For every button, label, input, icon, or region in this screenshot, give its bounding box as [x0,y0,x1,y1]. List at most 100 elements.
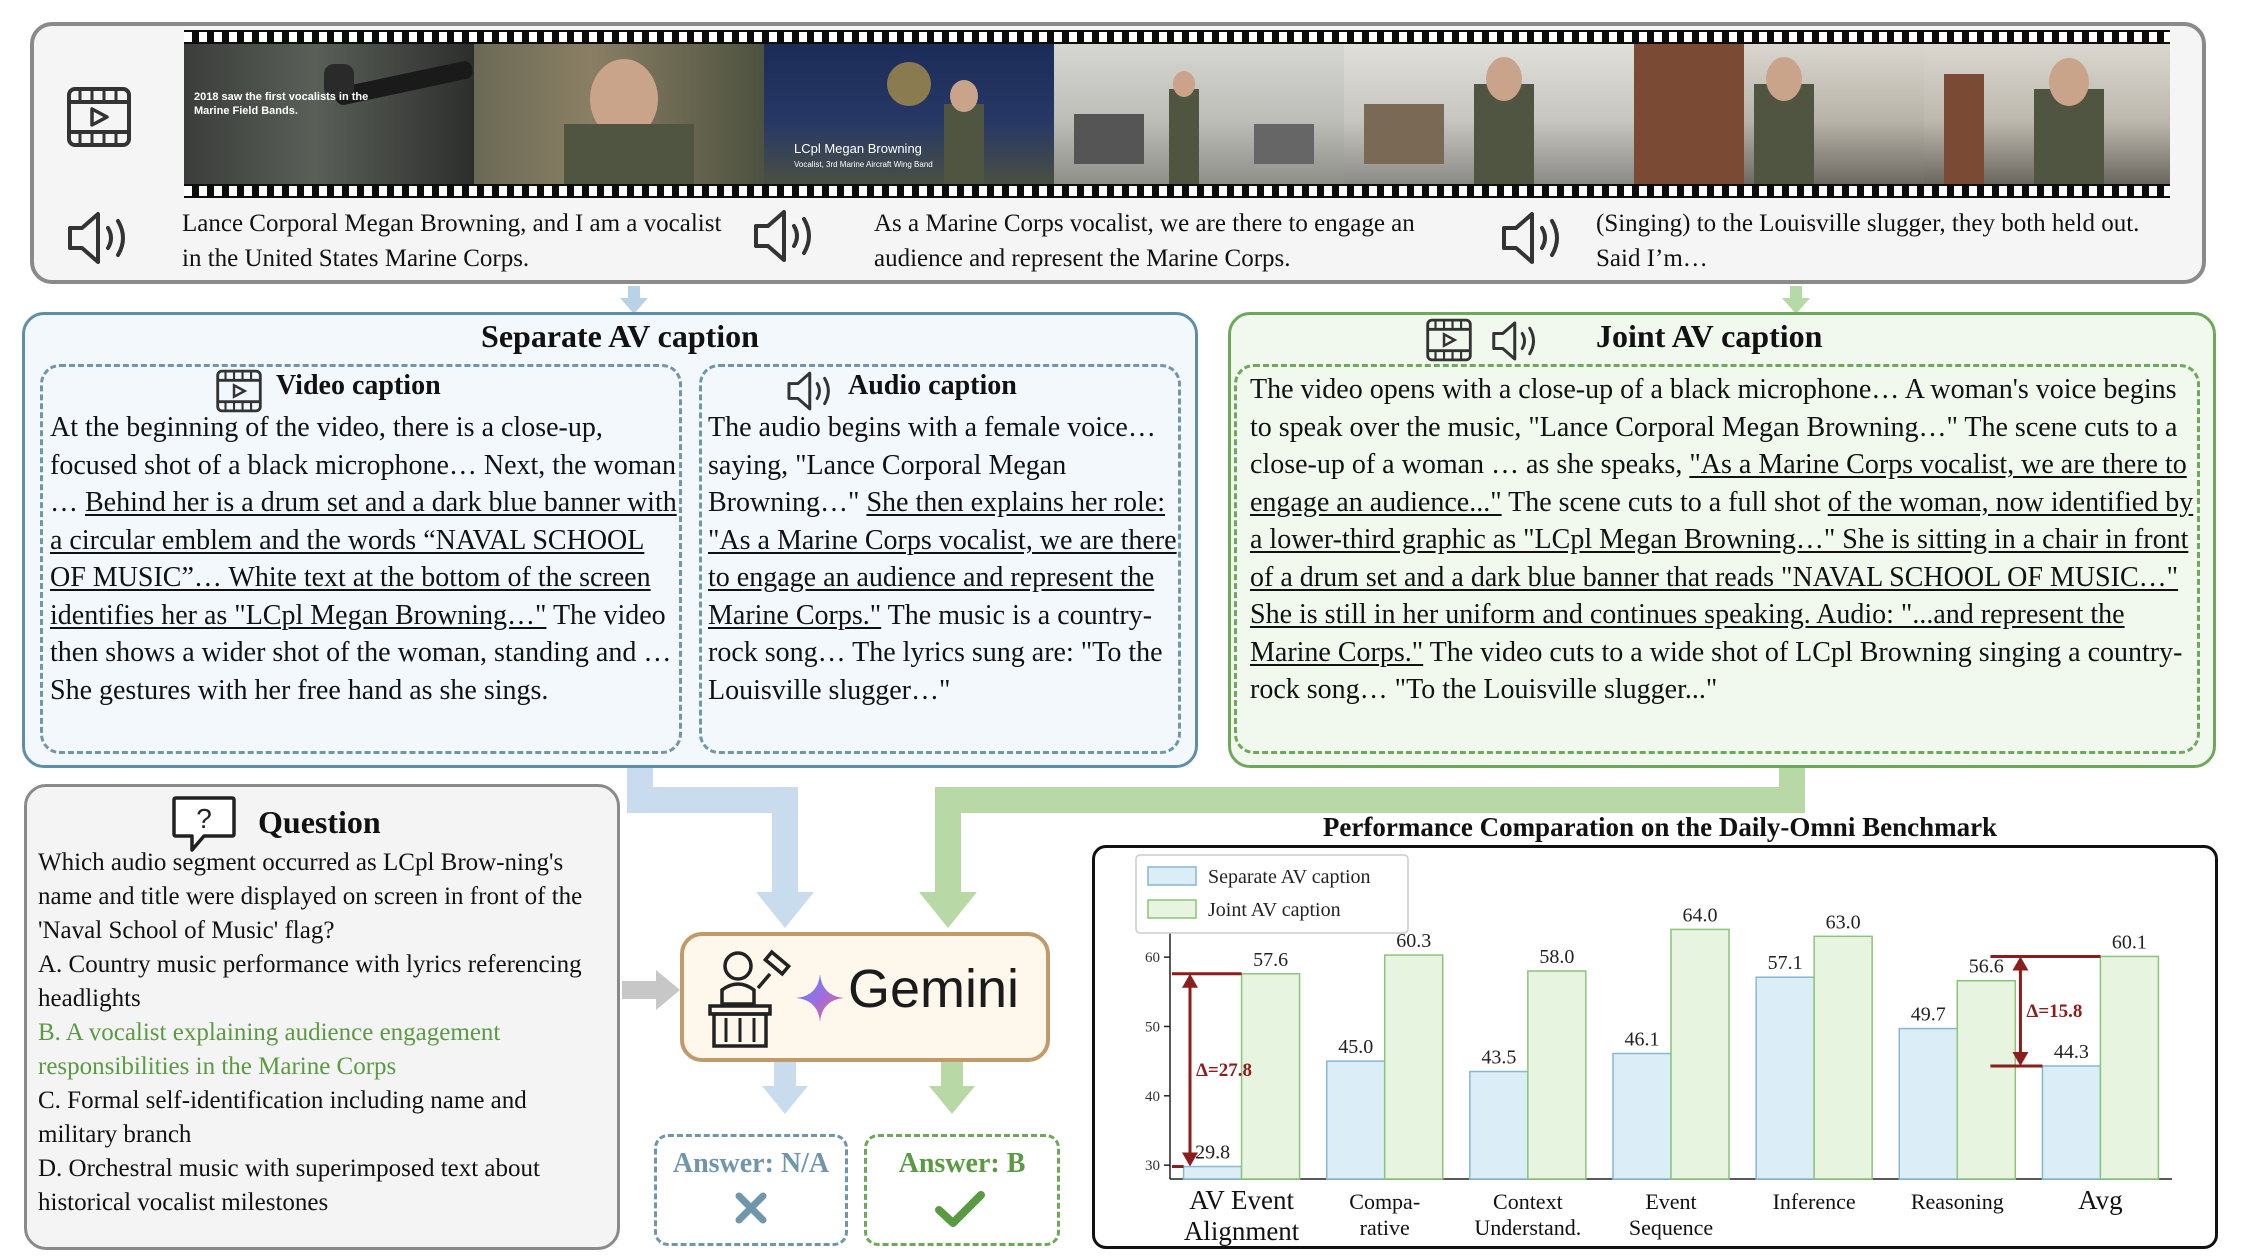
joint-caption-highlight: of the woman, now identified by a lower-… [1250,486,2194,668]
svg-text:?: ? [196,803,212,834]
answer-joint-box [864,1134,1060,1246]
bar-separate [1755,976,1815,1180]
legend-label: Separate AV caption [1208,866,1371,888]
bar-value-label: 44.3 [2054,1041,2089,1063]
chart-title: Performance Comparation on the Daily-Omn… [1322,812,1998,842]
bar-value-label: 57.6 [1253,949,1288,971]
bar-joint [1670,928,1730,1180]
bar-value-label: 63.0 [1826,911,1861,933]
joint-caption-highlight: "As a Marine Corps vocalist, we are ther… [1250,449,2187,518]
x-tick-label: Avg [2078,1185,2123,1215]
video-frame-5 [1344,44,1634,184]
question-bubble-icon: ? [172,796,236,852]
x-tick-label: rative [1360,1215,1410,1240]
joint-caption-text: The video opens with a close-up of a bla… [1250,371,2196,709]
question-panel [24,784,620,1250]
y-tick-label: 30 [1145,1158,1160,1174]
bar-separate [1898,1027,1959,1180]
joint-caption-part: The video cuts to a wide shot of LCpl Br… [1250,636,2183,706]
joint-caption-box [1234,364,2200,754]
separate-caption-title: Separate AV caption [481,318,759,354]
video-frame-strip: 2018 saw the first vocalists in the Mari… [184,30,2170,198]
x-tick-label: Alignment [1184,1216,1300,1246]
delta-arrow-head [2012,1051,2029,1066]
transcript-segment-2: As a Marine Corps vocalist, we are there… [874,210,1415,272]
legend-swatch [1147,899,1197,919]
video-frame-3: LCpl Megan Browning Vocalist, 3rd Marine… [764,44,1054,184]
bar-joint [2099,955,2160,1180]
gemini-sparkle-icon [796,974,844,1022]
x-tick-label: Event [1645,1189,1696,1214]
bar-value-label: 57.1 [1768,952,1803,974]
video-frame-2 [474,44,764,184]
video-caption-part: The video then shows a wider shot of the… [50,599,672,706]
video-frame-6 [1634,44,1924,184]
video-frame-4 [1054,44,1344,184]
frame-caption-text: 2018 saw the first vocalists in the Mari… [194,91,369,117]
question-body: Which audio segment occurred as LCpl Bro… [38,846,610,1220]
cross-icon [735,1192,767,1224]
y-tick-label: 60 [1145,950,1160,966]
bar-joint [1240,973,1301,1180]
video-frame-7 [1924,44,2170,184]
question-text: Which audio segment occurred as LCpl Bro… [38,849,583,944]
answer-separate-box [654,1134,848,1246]
video-caption-label: Video caption [276,370,441,401]
bar-separate [1182,1165,1243,1180]
speaker-icon [754,210,811,262]
bar-separate [1325,1060,1386,1180]
legend-label: Joint AV caption [1208,899,1341,921]
video-caption-text: At the beginning of the video, there is … [50,409,680,709]
bar-joint [1956,979,2017,1180]
check-icon [935,1191,985,1227]
audio-caption-label: Audio caption [848,370,1017,401]
option-d: D. Orchestral music with superimposed te… [38,1155,540,1216]
answer-joint-label: Answer: B [898,1148,1026,1179]
joint-caption-part: The video opens with a close-up of a bla… [1250,374,2178,480]
judge-icon [708,949,792,1048]
video-frame-1: 2018 saw the first vocalists in the Mari… [184,44,474,184]
bar-value-label: 60.1 [2112,931,2147,953]
speaker-icon [68,212,125,264]
speaker-icon [1502,212,1559,264]
lower-third-title: Vocalist, 3rd Marine Aircraft Wing Band [794,160,933,169]
transcript-segment-3: (Singing) to the Louisville slugger, the… [1596,210,2140,272]
legend-swatch [1147,866,1197,886]
x-tick-label: Reasoning [1911,1189,2004,1214]
video-icon [67,87,131,147]
x-tick-label: Inference [1773,1189,1856,1214]
audio-caption-text: The audio begins with a female voice… sa… [708,409,1180,709]
bar-separate [2041,1065,2102,1180]
video-caption-highlight: Behind her is a drum set and a dark blue… [50,487,677,631]
bar-separate [1469,1070,1529,1180]
delta-label: Δ=15.8 [2026,1001,2082,1022]
video-icon [216,369,262,413]
delta-arrow-head [2012,956,2029,971]
video-caption-box [40,364,682,754]
gemini-label: Gemini [848,959,1020,1019]
bar-value-label: 64.0 [1683,904,1718,926]
x-tick-label: Context [1493,1189,1563,1214]
bar-value-label: 56.6 [1969,956,2004,978]
bar-joint [1527,970,1587,1180]
x-tick-label: Understand. [1474,1215,1581,1240]
audio-caption-part: The audio begins with a female voice… sa… [708,412,1156,518]
bar-value-label: 60.3 [1396,930,1431,952]
x-tick-label: Sequence [1629,1215,1713,1240]
audio-caption-highlight: She then explains her role: "As a Marine… [708,487,1177,631]
delta-arrow-head [1182,973,1198,988]
bar-value-label: 43.5 [1481,1047,1516,1069]
delta-arrow-head [1182,1152,1198,1167]
x-tick-label: AV Event [1189,1185,1294,1215]
speaker-icon [1492,321,1535,361]
transcript-segment-1: Lance Corporal Megan Browning, and I am … [182,210,722,272]
bar-value-label: 46.1 [1625,1029,1660,1051]
bar-chart: 304050607029.857.6AV EventAlignment45.06… [1135,854,2172,1246]
bar-value-label: 45.0 [1338,1036,1373,1058]
lower-third-name: LCpl Megan Browning [794,141,922,156]
x-tick-label: Compa- [1349,1189,1420,1214]
option-b-correct: B. A vocalist explaining audience engage… [38,1019,501,1080]
video-icon [1426,318,1472,362]
legend-box [1135,854,1409,934]
